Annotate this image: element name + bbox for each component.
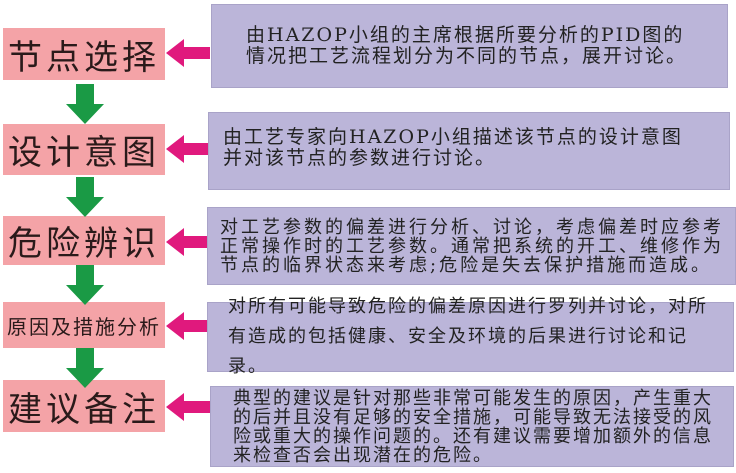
description-text: 对所有可能导致危险的偏差原因进行罗列并讨论，对所有造成的包括健康、安全及环境的后… xyxy=(228,296,708,377)
left-arrow-icon xyxy=(166,39,210,67)
description-design-intent: 由工艺专家向HAZOP小组描述该节点的设计意图并对该节点的参数进行讨论。 xyxy=(208,112,730,190)
step-cause-measure-analysis: 原因及措施分析 xyxy=(3,302,165,348)
description-recommendations: 典型的建议是针对那些非常可能发生的原因，产生重大的后并且没有足够的安全措施，可能… xyxy=(210,386,734,467)
description-cause-measure-analysis: 对所有可能导致危险的偏差原因进行罗列并讨论，对所有造成的包括健康、安全及环境的后… xyxy=(207,296,734,377)
down-arrow-icon xyxy=(66,265,104,305)
step-node-selection: 节点选择 xyxy=(3,28,165,80)
left-arrow-icon xyxy=(166,393,210,421)
step-design-intent: 设计意图 xyxy=(3,124,165,175)
left-arrow-icon xyxy=(166,135,210,163)
description-text: 典型的建议是针对那些非常可能发生的原因，产生重大的后并且没有足够的安全措施，可能… xyxy=(233,387,713,466)
left-arrow-icon xyxy=(166,228,210,256)
description-hazard-identification: 对工艺参数的偏差进行分析、讨论，考虑偏差时应参考正常操作时的工艺参数。通常把系统… xyxy=(207,207,736,285)
description-text: 对工艺参数的偏差进行分析、讨论，考虑偏差时应参考正常操作时的工艺参数。通常把系统… xyxy=(220,216,724,276)
down-arrow-icon xyxy=(66,84,104,124)
down-arrow-icon xyxy=(66,348,104,388)
description-text: 由HAZOP小组的主席根据所要分析的PID图的情况把工艺流程划分为不同的节点，展… xyxy=(246,24,688,67)
step-hazard-identification: 危险辨识 xyxy=(3,216,165,265)
description-text: 由工艺专家向HAZOP小组描述该节点的设计意图并对该节点的参数进行讨论。 xyxy=(223,126,683,169)
left-arrow-icon xyxy=(166,312,210,340)
step-recommendations: 建议备注 xyxy=(3,380,165,432)
description-node-selection: 由HAZOP小组的主席根据所要分析的PID图的情况把工艺流程划分为不同的节点，展… xyxy=(211,4,728,88)
down-arrow-icon xyxy=(66,177,104,217)
